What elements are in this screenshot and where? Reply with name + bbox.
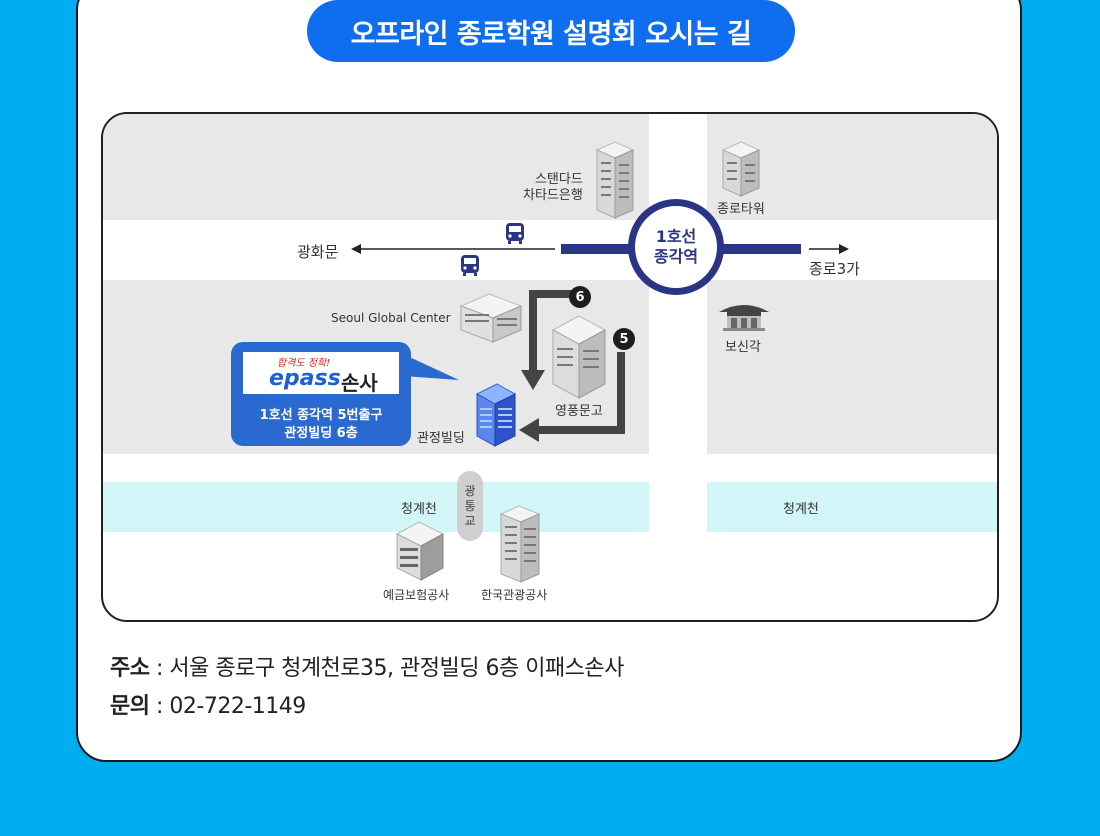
address-line: 주소 : 서울 종로구 청계천로35, 관정빌딩 6층 이패스손사 xyxy=(110,650,624,682)
station-name: 종각역 xyxy=(653,247,699,266)
arrow-left-icon xyxy=(351,244,555,254)
building-icon xyxy=(459,293,523,343)
label-standard-chartered-1: 스탠다드 xyxy=(534,172,583,187)
academy-callout: 합격도 정확! epass 손사 1호선 종각역 5번출구 관정빌딩 6층 xyxy=(231,342,411,446)
building-icon xyxy=(499,505,541,583)
location-map: 1호선 종각역 광화문 종로3가 스탠다드 차타드은행 xyxy=(101,112,999,622)
callout-line2: 관정빌딩 6층 xyxy=(284,426,358,441)
route-arrow-exit6 xyxy=(521,290,575,390)
stream-left xyxy=(103,482,649,532)
label-youngpoong: 영풍문고 xyxy=(555,404,603,419)
callout-pointer xyxy=(403,354,459,380)
pavilion-icon xyxy=(719,305,769,331)
contact-value: 02-722-1149 xyxy=(169,694,306,719)
contact-sep: : xyxy=(149,694,170,719)
address-label: 주소 xyxy=(110,656,150,681)
page-title: 오프라인 종로학원 설명회 오시는 길 xyxy=(307,0,795,62)
label-cheonggyecheon-left: 청계천 xyxy=(401,502,437,517)
contact-line: 문의 : 02-722-1149 xyxy=(110,688,306,720)
label-seoul-global-center: Seoul Global Center xyxy=(331,311,451,325)
epass-logo: 합격도 정확! epass 손사 xyxy=(243,352,399,395)
callout-line1: 1호선 종각역 5번출구 xyxy=(259,408,383,423)
stream-right xyxy=(707,482,997,532)
contact-label: 문의 xyxy=(110,694,150,719)
logo-slogan: 합격도 정확! xyxy=(277,358,331,369)
building-icon xyxy=(475,383,517,447)
building-icon xyxy=(595,141,635,219)
gwangtonggyo-bridge: 광 통 교 xyxy=(457,471,483,541)
logo-brand-suffix: 손사 xyxy=(341,371,378,395)
logo-brand: epass xyxy=(269,366,341,391)
label-kto: 한국관광공사 xyxy=(481,588,548,602)
station-line: 1호선 xyxy=(655,227,697,246)
jonggak-station: 1호선 종각역 xyxy=(628,199,724,295)
address-sep: : xyxy=(149,656,170,681)
building-icon xyxy=(395,521,445,581)
bus-icon xyxy=(506,223,524,244)
bus-icon xyxy=(461,255,479,276)
arrow-right-icon xyxy=(809,244,849,254)
exit-6-badge: 6 xyxy=(569,286,591,308)
building-icon xyxy=(721,141,761,197)
exit-5-badge: 5 xyxy=(613,328,635,350)
label-kdic: 예금보험공사 xyxy=(383,588,450,602)
label-standard-chartered: 스탠다드 차타드은행 xyxy=(523,172,583,204)
building-icon xyxy=(551,315,607,399)
label-jongro-tower: 종로타워 xyxy=(717,202,765,217)
route-arrow-exit5 xyxy=(519,352,625,442)
address-value: 서울 종로구 청계천로35, 관정빌딩 6층 이패스손사 xyxy=(169,656,624,681)
bridge-char-1: 광 xyxy=(464,483,476,498)
block-top-left xyxy=(103,114,649,220)
label-jongro3ga: 종로3가 xyxy=(809,260,860,278)
label-gwanjeong: 관정빌딩 xyxy=(417,431,465,446)
label-cheonggyecheon-right: 청계천 xyxy=(783,502,819,517)
bridge-char-2: 통 xyxy=(464,498,476,513)
label-gwanghwamun: 광화문 xyxy=(297,243,339,261)
bridge-char-3: 교 xyxy=(464,513,476,528)
label-standard-chartered-2: 차타드은행 xyxy=(523,188,583,203)
label-bosingak: 보신각 xyxy=(725,340,761,355)
